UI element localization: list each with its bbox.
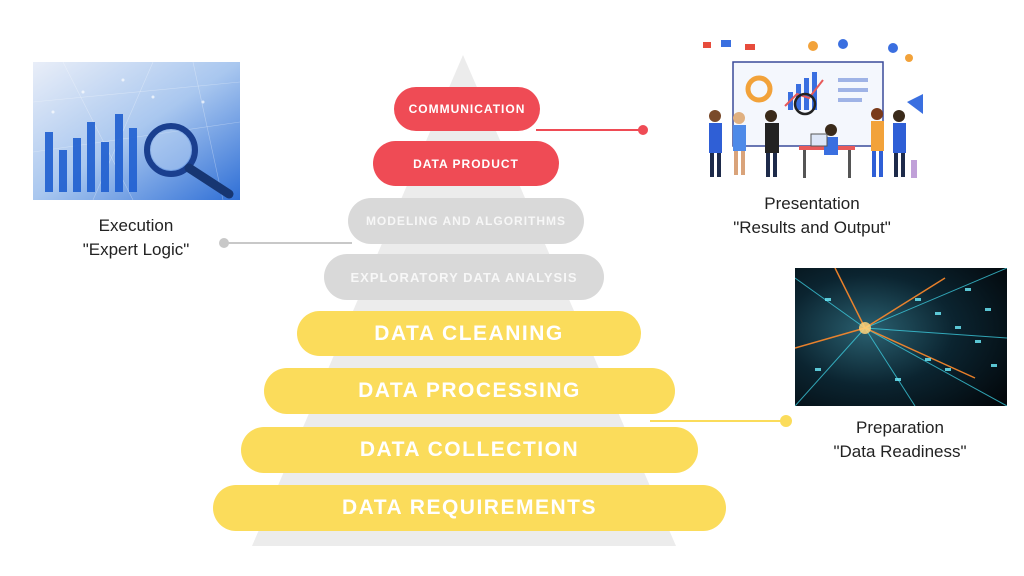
execution-subtitle: "Expert Logic" <box>82 240 190 259</box>
analytics-chart-magnifier-image <box>33 62 240 200</box>
team-presenting-dashboard-illustration <box>693 34 925 184</box>
digital-data-stream-image <box>795 268 1007 406</box>
presentation-subtitle: "Results and Output" <box>733 218 891 237</box>
execution-title: Execution <box>98 216 174 235</box>
preparation-title: Preparation <box>856 418 944 437</box>
preparation-connector-dot <box>780 415 792 427</box>
layer-data-collection: DATA COLLECTION <box>241 427 698 473</box>
layer-data-cleaning: DATA CLEANING <box>297 311 641 356</box>
layer-data-requirements: DATA REQUIREMENTS <box>213 485 726 531</box>
presentation-caption: Presentation "Results and Output" <box>712 192 912 240</box>
preparation-caption: Preparation "Data Readiness" <box>800 416 1000 464</box>
layer-data-processing: DATA PROCESSING <box>264 368 675 414</box>
execution-caption: Execution "Expert Logic" <box>56 214 216 262</box>
execution-connector-dot <box>219 238 229 248</box>
layer-communication: COMMUNICATION <box>394 87 540 131</box>
layer-exploratory-data-analysis: EXPLORATORY DATA ANALYSIS <box>324 254 604 300</box>
presentation-title: Presentation <box>764 194 860 213</box>
presentation-connector-dot <box>638 125 648 135</box>
layer-data-product: DATA PRODUCT <box>373 141 559 186</box>
preparation-subtitle: "Data Readiness" <box>833 442 967 461</box>
layer-modeling-and-algorithms: MODELING AND ALGORITHMS <box>348 198 584 244</box>
